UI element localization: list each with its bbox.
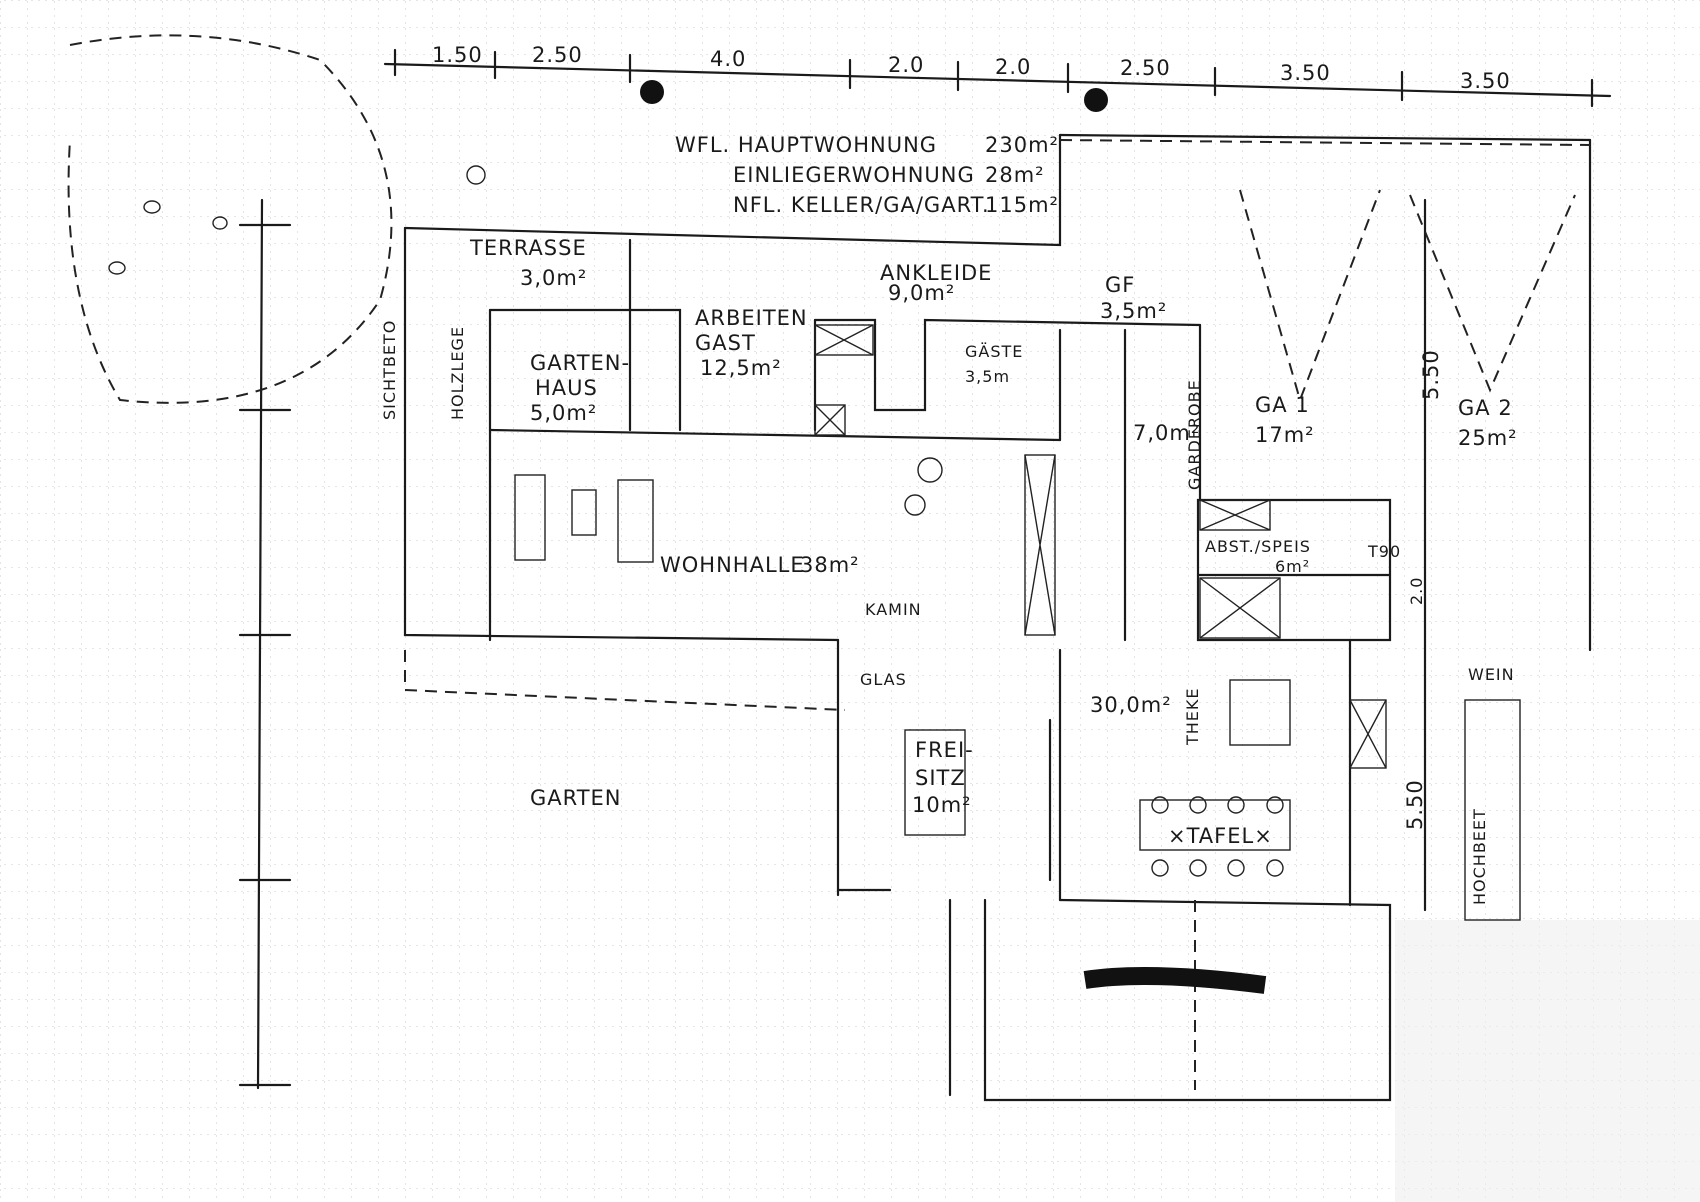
dim-label: 2.50	[532, 43, 583, 67]
room-gaeste-area: 3,5m	[965, 367, 1010, 386]
room-terrasse: TERRASSE	[469, 236, 587, 260]
room-gartenhaus: GARTEN-	[530, 351, 630, 375]
dim-label: 2.50	[1120, 56, 1171, 80]
room-gartenhaus2: HAUS	[535, 376, 598, 400]
label-glas: GLAS	[860, 670, 907, 689]
label-sichtbeton: SICHTBETO	[380, 320, 399, 420]
paper-smudge	[1395, 920, 1700, 1202]
room-ga2: GA 2	[1458, 396, 1513, 420]
furniture	[514, 457, 1521, 994]
room-gartenhaus-area: 5,0m²	[530, 401, 597, 425]
label-tafel: ×TAFEL×	[1168, 824, 1273, 848]
room-wohnhalle: WOHNHALLE	[660, 553, 805, 577]
room-ga1: GA 1	[1255, 393, 1310, 417]
dimension-line-left	[238, 198, 292, 1090]
garden-trees	[67, 34, 486, 404]
dim-side: 5.50	[1419, 349, 1443, 400]
room-arbeiten-area: 12,5m²	[700, 356, 782, 380]
room-kueche-area: 30,0m²	[1090, 693, 1172, 717]
tree-marker	[640, 80, 664, 104]
room-freisitz: FREI-	[915, 738, 974, 762]
room-freisitz2: SITZ	[915, 766, 966, 790]
label-garten: GARTEN	[530, 786, 622, 810]
area-summary: WFL. HAUPTWOHNUNG 230m² EINLIEGERWOHNUNG…	[675, 133, 1059, 217]
hedge	[1083, 967, 1267, 994]
tree-marker	[1084, 88, 1108, 112]
room-ga2-area: 25m²	[1458, 426, 1518, 450]
summary-value: 28m²	[985, 163, 1045, 187]
dim-label: 3.50	[1280, 61, 1331, 85]
room-terrasse-area: 3,0m²	[520, 266, 587, 290]
summary-label: NFL. KELLER/GA/GART.	[733, 193, 990, 217]
room-gast: GAST	[695, 331, 756, 355]
room-garderobe-area: 7,0m²	[1133, 421, 1200, 445]
room-ankleide: ANKLEIDE	[880, 261, 992, 285]
dim-label: 1.50	[432, 43, 483, 67]
label-holzlege: HOLZLEGE	[448, 326, 467, 420]
dim-label: 4.0	[710, 47, 746, 71]
room-ga1-area: 17m²	[1255, 423, 1315, 447]
room-wohnhalle-area: 38m²	[800, 553, 860, 577]
room-garderobe: GARDEROBE	[1185, 379, 1204, 490]
label-kamin: KAMIN	[865, 600, 922, 619]
room-arbeiten: ARBEITEN	[695, 306, 808, 330]
garage-doors	[1239, 189, 1576, 404]
label-hochbeet: HOCHBEET	[1470, 808, 1489, 905]
label-theke: THEKE	[1183, 687, 1202, 746]
dim-label: 2.0	[995, 55, 1031, 79]
room-gaeste: GÄSTE	[965, 342, 1023, 361]
dim-side: 5.50	[1403, 779, 1427, 830]
summary-value: 115m²	[985, 193, 1059, 217]
summary-label: EINLIEGERWOHNUNG	[733, 163, 975, 187]
summary-value: 230m²	[985, 133, 1059, 157]
room-gf-area: 3,5m²	[1100, 299, 1167, 323]
door-t90: T90	[1367, 542, 1401, 561]
room-ankleide-area: 9,0m²	[888, 281, 955, 305]
dim-label: 3.50	[1460, 69, 1511, 93]
room-freisitz-area: 10m²	[912, 793, 972, 817]
dimension-line-top	[383, 48, 1612, 112]
room-gf: GF	[1105, 273, 1135, 297]
dim-label: 2.0	[888, 53, 924, 77]
summary-label: WFL. HAUPTWOHNUNG	[675, 133, 937, 157]
dim-side: 2.0	[1407, 577, 1426, 605]
room-speis: ABST./SPEIS	[1205, 537, 1311, 556]
room-speis-area: 6m²	[1275, 557, 1310, 576]
built-in-cupboards	[814, 324, 1387, 769]
label-wein: WEIN	[1468, 665, 1515, 684]
